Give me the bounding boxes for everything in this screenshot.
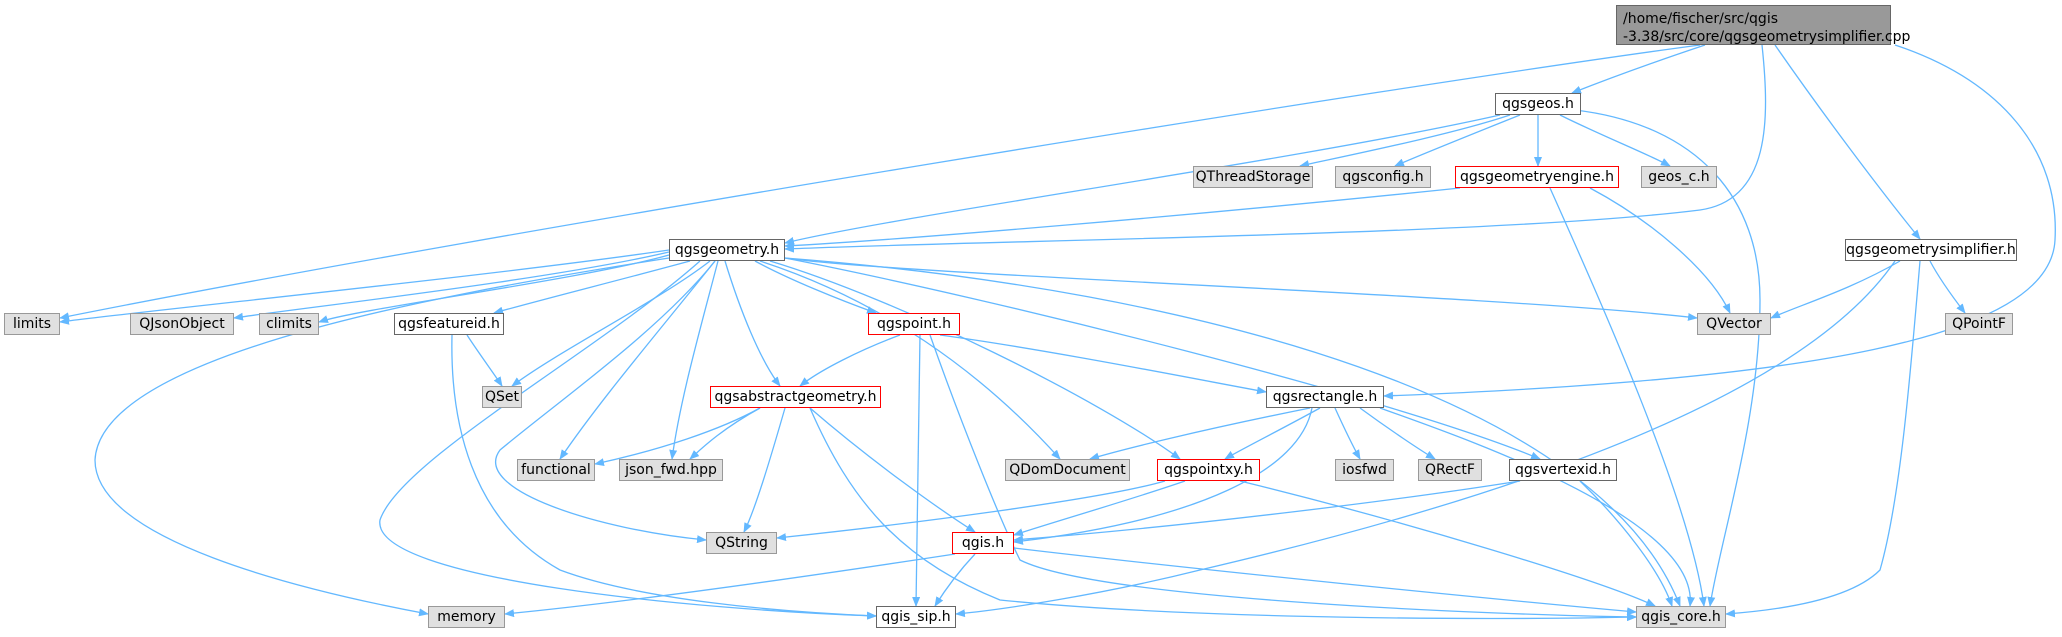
dependency-edge [743,407,786,533]
node-qgsgeos-h[interactable]: qgsgeos.h [1495,93,1581,115]
node-json-fwd-hpp: json_fwd.hpp [619,459,723,481]
dependency-edge [94,257,670,617]
node-qstring: QString [706,532,777,554]
dependency-edge [1571,44,1706,94]
node-functional: functional [517,459,595,481]
dependency-edge [1579,480,1673,607]
dependency-edge [1929,260,1966,314]
dependency-edge [233,251,670,321]
dependency-edge [784,114,1501,245]
node-qgsvertexid-h[interactable]: qgsvertexid.h [1509,459,1617,481]
dependency-edge [1013,480,1521,544]
node-qrectf: QRectF [1418,459,1482,481]
node-qset: QSet [482,386,522,408]
node-qgspointxy-h[interactable]: qgspointxy.h [1157,459,1260,481]
dependency-edge [594,407,761,467]
dependency-edge [1334,407,1361,460]
node-qpointf: QPointF [1945,313,2013,335]
node-qgis-core-h: qgis_core.h [1636,606,1726,628]
dependency-edges [59,44,2056,622]
node-qthreadstorage: QThreadStorage [1193,166,1313,188]
dependency-edge [955,260,1896,618]
dependency-edge [1299,114,1511,168]
dependency-edge [784,257,1698,321]
node-qgsfeatureid-h[interactable]: qgsfeatureid.h [394,313,504,335]
dependency-edge [784,44,1767,253]
dependency-edge [451,334,877,620]
node-climits: climits [259,313,319,335]
dependency-edge [493,260,691,315]
node-limits: limits [4,313,60,335]
node-qdomdocument: QDomDocument [1005,459,1130,481]
dependency-edge [59,44,1701,321]
node-qgsconfig-h: qgsconfig.h [1335,166,1431,188]
root-file-node: /home/fischer/src/qgis-3.38/src/core/qgs… [1616,5,1910,45]
node-memory: memory [428,606,505,628]
node-qgsgeometry-h[interactable]: qgsgeometry.h [669,239,785,261]
dependency-edge [754,260,877,314]
dependency-edge [784,257,1681,607]
dependency-edge [1559,114,1671,167]
dependency-edge [689,407,761,460]
dependency-edge [59,249,670,325]
dependency-edge [1013,547,1637,616]
dependency-edge [1725,260,1921,618]
dependency-edge [784,187,1461,250]
dependency-edge [1239,480,1656,607]
dependency-edge [466,334,503,387]
dependency-edge [939,334,1267,395]
dependency-edge [1774,44,1921,240]
node-qgis-h[interactable]: qgis.h [952,532,1014,554]
dependency-edge [495,260,716,544]
dependency-edge [511,260,711,387]
dependency-edge [559,260,716,460]
dependency-edge [1383,44,2056,400]
dependency-edge [1770,260,1901,319]
dependency-edge [929,334,1637,621]
dependency-edge [776,480,1166,542]
node-qgsabstractgeometry-h[interactable]: qgsabstractgeometry.h [710,386,881,408]
dependency-edge [724,260,781,387]
dependency-edge [1574,109,1761,607]
node-qvector: QVector [1697,313,1771,335]
dependency-edge [934,553,976,607]
dependency-edge [1549,187,1707,607]
node-geos-c-h: geos_c.h [1641,166,1717,188]
dependency-edge [1589,187,1731,314]
node-qgsgeometrysimplifier-h[interactable]: qgsgeometrysimplifier.h [1845,239,2017,261]
dependency-edge [1379,407,1695,607]
dependency-edge [759,260,1061,460]
root-file-label: /home/fischer/src/qgis-3.38/src/core/qgs… [1623,11,1911,45]
dependency-edge [1089,407,1311,461]
dependency-edge [809,407,1637,622]
dependency-edge [784,257,1541,460]
dependency-edge [1359,407,1436,460]
dependency-edge [504,553,956,618]
node-qgspoint-h[interactable]: qgspoint.h [868,313,960,335]
dependency-edge [1394,114,1521,167]
node-iosfwd: iosfwd [1335,459,1394,481]
node-qjsonobject: QJsonObject [130,313,234,335]
dependency-edge [799,334,901,387]
dependency-edge [809,407,976,533]
dependency-edge [379,260,877,620]
dependency-edge [1013,480,1186,537]
dependency-edge [669,260,719,460]
dependency-edge [1224,407,1321,460]
dependency-edge [912,334,921,607]
dependency-edge [769,260,1181,460]
node-qgis-sip-h[interactable]: qgis_sip.h [876,606,956,628]
dependency-edge [1013,407,1313,545]
node-qgsgeometryengine-h[interactable]: qgsgeometryengine.h [1455,166,1619,188]
node-qgsrectangle-h[interactable]: qgsrectangle.h [1266,386,1384,408]
